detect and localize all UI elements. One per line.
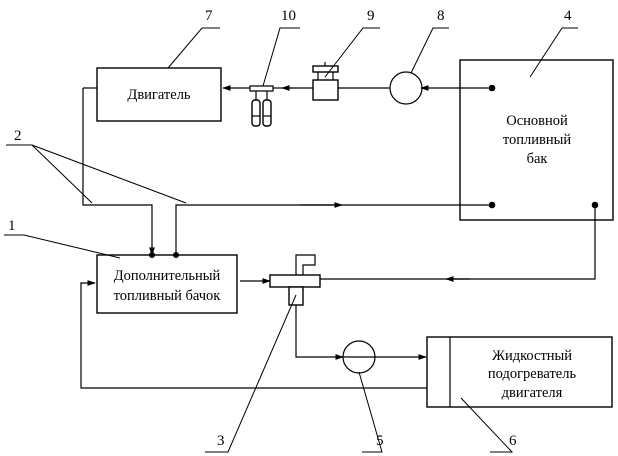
main-tank-label-line3: бак [527,151,549,167]
liquid-heater: Жидкостный подогреватель двигателя [427,337,612,407]
heater-feed-line [296,305,426,373]
main-tank-label-line1: Основной [506,113,568,129]
auxiliary-fuel-tank: Дополнительный топливный бачок [97,255,237,313]
callout-10: 10 [281,8,296,24]
callout-4: 4 [564,8,572,24]
callout-1: 1 [8,218,16,234]
engine-block: Двигатель [97,68,221,121]
main-fuel-tank: Основной топливный бак [460,60,613,220]
main-tank-label-line2: топливный [503,132,571,148]
fuel-pump-icon [390,72,422,104]
callout-9: 9 [367,8,375,24]
tee-fitting-icon [240,255,320,305]
callout-8: 8 [437,8,445,24]
callout-2: 2 [14,128,22,144]
callout-3: 3 [217,433,225,449]
heater-label-line3: двигателя [502,385,563,401]
valve-icon [313,62,338,100]
callout-6: 6 [509,433,517,449]
engine-label: Двигатель [127,87,191,103]
heater-label-line2: подогреватель [488,366,577,382]
heater-label-line1: Жидкостный [492,348,572,364]
aux-tank-label-line2: топливный бачок [114,288,222,304]
callout-7: 7 [205,8,213,24]
aux-tank-label-line1: Дополнительный [114,268,221,284]
fuel-filter-icon [250,86,273,126]
